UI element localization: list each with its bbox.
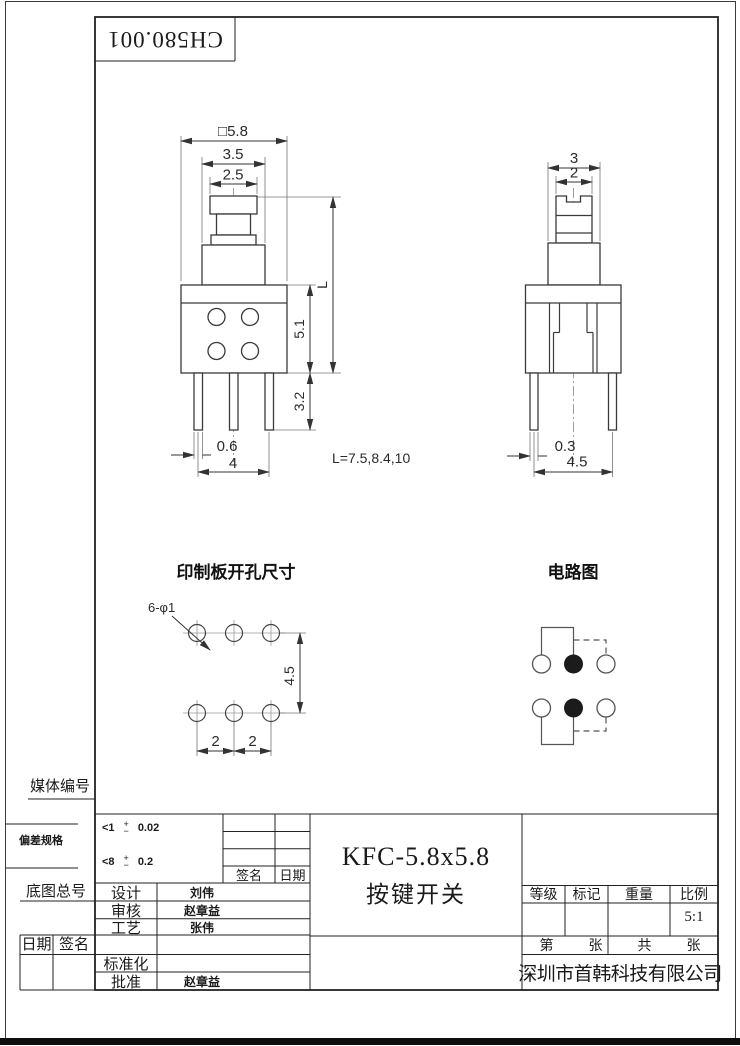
sheet-row: 第 张 共 张	[522, 936, 718, 954]
part-name: 按键开关	[366, 881, 466, 907]
tolerance-range: <1	[102, 822, 115, 834]
scale-header: 比例	[680, 888, 708, 903]
hole-callout: 6-φ1	[148, 600, 175, 615]
approve-label: 批准	[110, 974, 141, 991]
tolerance-row-1: <1 + − 0.02	[98, 817, 224, 839]
craft-label: 工艺	[110, 921, 141, 937]
dim-side-0-3: 0.3	[555, 438, 576, 455]
sign-column-header: 签名	[235, 868, 262, 883]
approve-name: 赵章益	[183, 974, 220, 989]
part-title-box: KFC-5.8x5.8 按键开关	[310, 814, 522, 936]
dim-front-3-5: 3.5	[223, 146, 244, 163]
dim-front-0-6: 0.6	[217, 438, 238, 455]
circuit-title: 电路图	[548, 562, 599, 582]
craft-name: 张伟	[189, 921, 214, 935]
dim-front-5-1: 5.1	[291, 319, 307, 339]
dim-front-2-5: 2.5	[223, 167, 244, 184]
review-name: 赵章益	[183, 903, 220, 918]
review-label: 审核	[110, 903, 141, 920]
tolerance-range: <8	[102, 856, 115, 868]
design-label: 设计	[110, 885, 141, 902]
dim-front-3-2: 3.2	[291, 392, 307, 412]
plus-minus: + −	[123, 853, 129, 870]
sheet-zhang2: 张	[686, 939, 701, 954]
pcb-view: 印制板开孔尺寸 6-φ1	[148, 562, 306, 756]
media-no-label: 媒体编号	[29, 778, 90, 795]
sheet-di: 第	[539, 939, 554, 954]
titleblock-grid	[5, 798, 718, 991]
standardize-label: 标准化	[103, 956, 149, 973]
mark-header: 标记	[572, 888, 601, 903]
design-name: 刘伟	[189, 885, 214, 900]
base-drawing-no-label: 底图总号	[25, 883, 86, 900]
side-view: 3 2 0.3 4.5	[507, 150, 622, 477]
tolerance-spec-label: 偏差规格	[19, 835, 63, 847]
sheet-zhang1: 张	[588, 939, 603, 954]
plus-sign: +	[123, 853, 129, 863]
bottom-scan-bar	[0, 1038, 740, 1045]
empty-row-label	[95, 936, 157, 954]
tolerance-value: 0.02	[137, 822, 160, 834]
hole-center-marks	[183, 620, 285, 726]
dim-side-3: 3	[570, 150, 578, 167]
pcb-title: 印制板开孔尺寸	[177, 562, 296, 582]
dim-front-width: □5.8	[218, 123, 248, 140]
dim-pcb-2b: 2	[248, 733, 256, 750]
minus-sign: −	[123, 826, 129, 836]
grade-header: 等级	[529, 888, 558, 903]
sign-header-left: 签名	[58, 937, 89, 953]
dim-side-4-5: 4.5	[567, 454, 588, 471]
plus-sign: +	[123, 819, 129, 829]
date-column-header: 日期	[279, 868, 306, 883]
weight-header: 重量	[625, 888, 653, 903]
dim-front-4: 4	[229, 455, 237, 472]
dim-pcb-2a: 2	[211, 733, 219, 750]
circuit-view: 电路图	[531, 562, 616, 746]
tolerance-row-2: <8 + − 0.2	[98, 851, 224, 873]
note-L-values: L=7.5,8.4,10	[332, 450, 410, 466]
front-view: □5.8 3.5 2.5 L 5.1 3.2 0.6 4 L=7.5,8.4,1…	[171, 123, 410, 477]
dim-pcb-4-5: 4.5	[281, 666, 297, 686]
dim-side-2: 2	[570, 165, 578, 182]
tolerance-value: 0.2	[137, 856, 154, 868]
minus-sign: −	[123, 860, 129, 870]
doc-number: CH580.001	[107, 27, 223, 53]
dim-front-L: L	[314, 281, 330, 289]
company-name: 深圳市首韩科技有限公司	[518, 963, 722, 985]
sheet-gong: 共	[637, 939, 652, 954]
plus-minus: + −	[123, 819, 129, 836]
part-number: KFC-5.8x5.8	[341, 841, 491, 871]
date-header-left: 日期	[21, 937, 52, 953]
standardize-name	[157, 954, 247, 972]
page-frame	[94, 16, 719, 991]
scale-value: 5:1	[684, 908, 704, 925]
